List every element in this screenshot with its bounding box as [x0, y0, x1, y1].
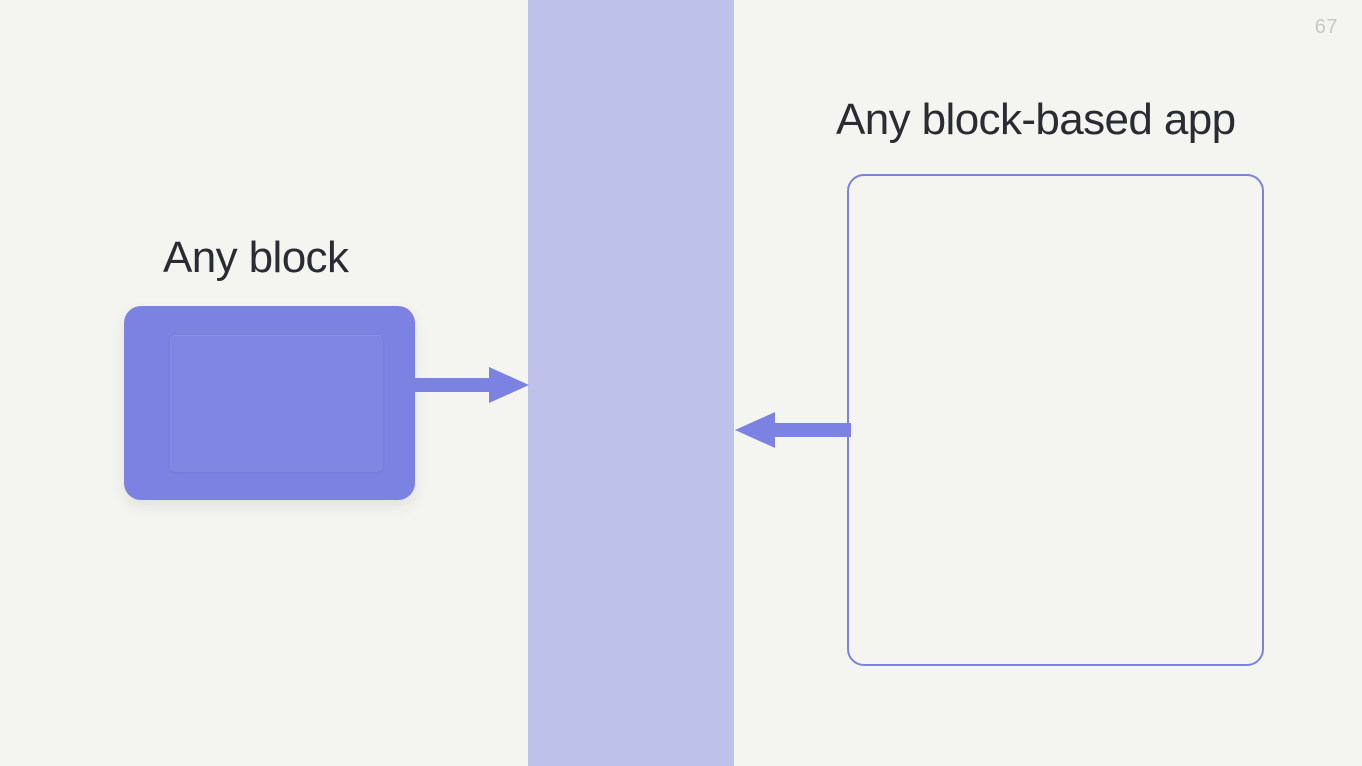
right-heading: Any block-based app — [836, 95, 1236, 144]
arrow-left-icon — [733, 409, 851, 451]
left-heading: Any block — [163, 233, 349, 282]
block-shape — [124, 306, 415, 500]
block-inner-shape — [170, 335, 383, 472]
page-number: 67 — [1314, 16, 1338, 38]
app-frame-shape — [847, 174, 1264, 666]
divider-band — [528, 0, 734, 766]
arrow-right-icon — [413, 364, 531, 406]
